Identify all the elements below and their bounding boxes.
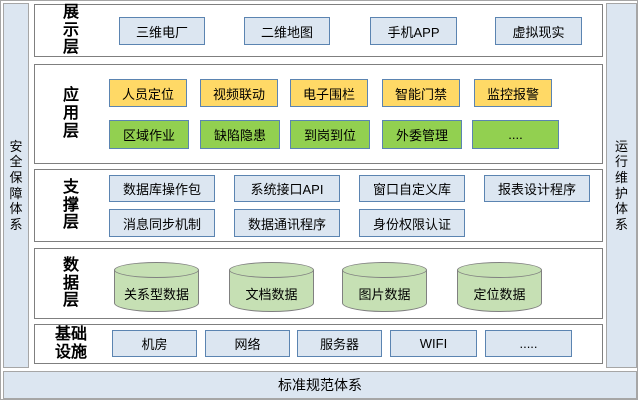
- right-side-bar-label: 运行维护体系: [615, 138, 629, 232]
- application-box-yellow: 电子围栏: [290, 79, 368, 107]
- presentation-box: 三维电厂: [119, 17, 205, 45]
- infrastructure-box: WIFI: [390, 330, 477, 357]
- left-side-bar-label: 安全保障体系: [9, 138, 23, 232]
- layer-label: 支撑层: [62, 178, 79, 232]
- layer-presentation: 展示层 三维电厂 二维地图 手机APP 虚拟现实: [34, 4, 603, 57]
- cylinder-top: [114, 262, 199, 278]
- database-cylinder: 定位数据: [457, 262, 542, 312]
- application-box-green: 外委管理: [382, 120, 462, 149]
- cylinder-top: [457, 262, 542, 278]
- infrastructure-box: 服务器: [297, 330, 382, 357]
- layer-application: 应用层 人员定位 视频联动 电子围栏 智能门禁 监控报警 区域作业 缺陷隐患 到…: [34, 64, 603, 164]
- application-box-yellow: 人员定位: [109, 79, 187, 107]
- layer-label: 数据层: [62, 256, 79, 310]
- layer-infrastructure: 基础设施 机房 网络 服务器 WIFI .....: [34, 324, 603, 364]
- presentation-box: 二维地图: [244, 17, 330, 45]
- infrastructure-box: 网络: [205, 330, 290, 357]
- support-box: 系统接口API: [234, 175, 340, 202]
- application-box-green: 区域作业: [109, 120, 189, 149]
- application-box-green: 缺陷隐患: [200, 120, 280, 149]
- layer-data: 数据层 关系型数据 文档数据 图片数据 定位数据: [34, 248, 603, 319]
- infrastructure-box: 机房: [112, 330, 197, 357]
- database-cylinder: 文档数据: [229, 262, 314, 312]
- application-box-green: 到岗到位: [290, 120, 370, 149]
- layer-label: 基础设施: [54, 325, 87, 361]
- layer-label: 应用层: [62, 87, 79, 140]
- presentation-box: 虚拟现实: [495, 17, 582, 45]
- cylinder-top: [342, 262, 427, 278]
- application-box-yellow: 智能门禁: [382, 79, 460, 107]
- application-box-yellow: 监控报警: [474, 79, 552, 107]
- application-box-yellow: 视频联动: [200, 79, 278, 107]
- layer-label: 展示层: [62, 3, 79, 57]
- right-side-bar: 运行维护体系: [606, 3, 637, 368]
- layer-support: 支撑层 数据库操作包 系统接口API 窗口自定义库 报表设计程序 消息同步机制 …: [34, 169, 603, 242]
- cylinder-top: [229, 262, 314, 278]
- database-cylinder: 关系型数据: [114, 262, 199, 312]
- support-box: 报表设计程序: [484, 175, 590, 202]
- application-box-green: ....: [472, 120, 559, 149]
- support-box: 数据库操作包: [109, 175, 215, 202]
- bottom-bar: 标准规范体系: [3, 371, 637, 399]
- support-box: 身份权限认证: [359, 209, 465, 237]
- left-side-bar: 安全保障体系: [3, 3, 29, 368]
- bottom-bar-label: 标准规范体系: [278, 377, 362, 393]
- database-cylinder: 图片数据: [342, 262, 427, 312]
- infrastructure-box: .....: [485, 330, 572, 357]
- support-box: 窗口自定义库: [359, 175, 465, 202]
- support-box: 消息同步机制: [109, 209, 215, 237]
- presentation-box: 手机APP: [370, 17, 457, 45]
- support-box: 数据通讯程序: [234, 209, 340, 237]
